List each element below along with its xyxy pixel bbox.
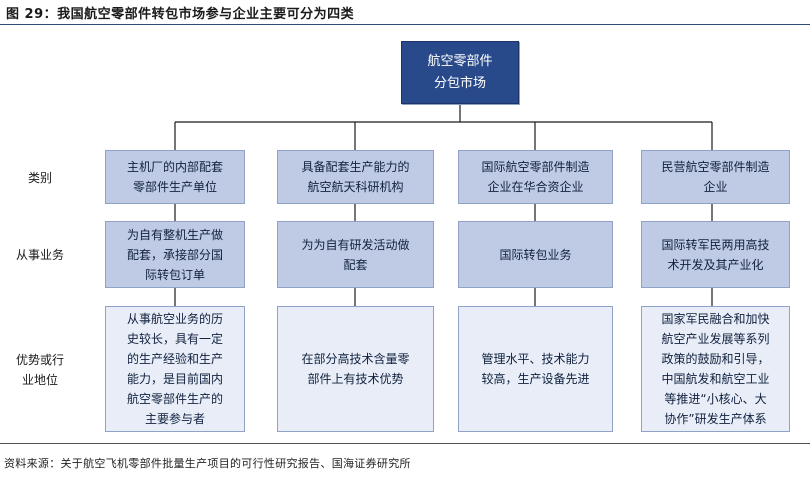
advantage-text: 管理水平、技术能力 较高，生产设备先进 <box>481 352 590 386</box>
category-box-2: 具备配套生产能力的 航空航天科研机构 <box>277 150 434 204</box>
business-box-1: 为自有整机生产做 配套，承接部分国 际转包订单 <box>105 221 245 288</box>
category-text: 民营航空零部件制造 企业 <box>661 160 770 194</box>
row-label-category: 类别 <box>27 171 52 185</box>
business-box-4: 国际转军民两用高技 术开发及其产业化 <box>641 221 790 288</box>
advantage-text: 从事航空业务的历 史较长，具有一定 的生产经验和生产 能力，是目前国内 航空零部… <box>126 312 223 426</box>
advantage-box-4: 国家军民融合和加快 航空产业发展等系列 政策的鼓励和引导， 中国航发和航空工业 … <box>641 306 790 432</box>
business-text: 国际转军民两用高技 术开发及其产业化 <box>661 237 770 272</box>
root-node: 航空零部件 分包市场 <box>401 41 519 104</box>
category-text: 具备配套生产能力的 航空航天科研机构 <box>301 160 410 194</box>
source-note: 资料来源：关于航空飞机零部件批量生产项目的可行性研究报告、国海证券研究所 <box>4 457 411 470</box>
advantage-text: 国家军民融合和加快 航空产业发展等系列 政策的鼓励和引导， 中国航发和航空工业 … <box>661 312 770 426</box>
business-box-2: 为为自有研发活动做 配套 <box>277 221 434 288</box>
business-text: 国际转包业务 <box>499 247 572 262</box>
business-box-3: 国际转包业务 <box>458 221 613 288</box>
category-box-4: 民营航空零部件制造 企业 <box>641 150 790 204</box>
business-text: 为为自有研发活动做 配套 <box>301 237 410 272</box>
root-label: 航空零部件 分包市场 <box>427 53 493 91</box>
figure-title: 图 29：我国航空零部件转包市场参与企业主要可分为四类 <box>6 7 355 22</box>
row-label-business: 从事业务 <box>15 248 64 262</box>
source-rule <box>0 443 810 444</box>
advantage-box-3: 管理水平、技术能力 较高，生产设备先进 <box>458 306 613 432</box>
title-rule <box>0 24 810 25</box>
category-text: 主机厂的内部配套 零部件生产单位 <box>126 160 223 194</box>
row-label-advantage: 优势或行 业地位 <box>15 353 64 387</box>
advantage-text: 在部分高技术含量零 部件上有技术优势 <box>301 352 410 386</box>
category-text: 国际航空零部件制造 企业在华合资企业 <box>481 160 590 194</box>
category-box-1: 主机厂的内部配套 零部件生产单位 <box>105 150 245 204</box>
category-box-3: 国际航空零部件制造 企业在华合资企业 <box>458 150 613 204</box>
advantage-box-2: 在部分高技术含量零 部件上有技术优势 <box>277 306 434 432</box>
advantage-box-1: 从事航空业务的历 史较长，具有一定 的生产经验和生产 能力，是目前国内 航空零部… <box>105 306 245 432</box>
business-text: 为自有整机生产做 配套，承接部分国 际转包订单 <box>126 227 223 282</box>
